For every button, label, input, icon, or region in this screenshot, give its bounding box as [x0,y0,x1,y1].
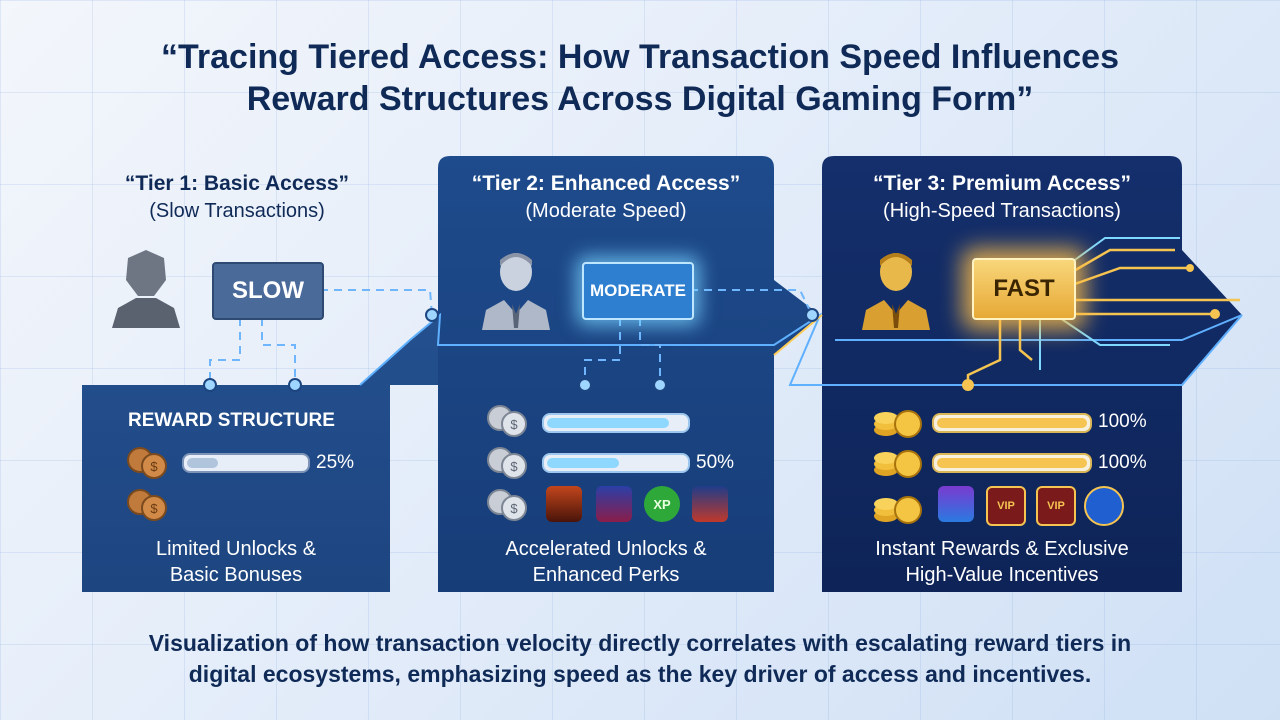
gold-coins-icon [874,410,922,438]
tier3-reward-bar-1 [932,413,1092,433]
silver-coins-icon: $ [487,489,527,521]
tier1-subheading: (Slow Transactions) [149,200,325,222]
tier2-subheading: (Moderate Speed) [525,200,687,222]
tier2-reward-bar-1 [542,413,690,433]
tier2-panel [438,156,820,592]
premium-token-icon [1084,486,1124,526]
tier1-reward-percent: 25% [316,452,355,473]
silver-coins-icon: $ [487,405,527,437]
tier2-summary: Accelerated Unlocks & Enhanced Perks [505,538,707,586]
premium-user-icon [862,253,930,330]
diagram-caption: Visualization of how transaction velocit… [148,630,1132,687]
tier3-reward-percent-2: 100% [1098,452,1147,473]
bronze-coins-icon: $ [127,447,167,479]
gold-coins-icon [874,496,922,524]
gold-coins-icon [874,450,922,478]
tier3-reward-percent-1: 100% [1098,411,1147,432]
vip-badge-icon: VIP [1036,486,1076,526]
fast-speed-tag: FAST [972,258,1076,320]
slow-speed-tag: SLOW [212,262,324,320]
tier2-reward-fill-1 [547,418,670,428]
vip-badge-icon: VIP [986,486,1026,526]
tier3-reward-fill-1 [937,418,1087,428]
silver-coins-icon: $ [487,447,527,479]
tier3-heading: “Tier 3: Premium Access” [873,172,1131,195]
tier3-subheading: (High-Speed Transactions) [883,200,1121,222]
hero-avatar-icon [692,486,728,522]
tier3-reward-fill-2 [937,458,1087,468]
tier2-reward-percent: 50% [696,452,735,473]
tier3-panel [822,156,1242,592]
crystal-item-icon [938,486,974,522]
svg-text:$: $ [150,459,158,474]
warrior-avatar-icon [546,486,582,522]
xp-badge-icon: XP [644,486,680,522]
tier2-heading: “Tier 2: Enhanced Access” [471,172,741,195]
flow-band [359,312,1243,386]
mage-avatar-icon [596,486,632,522]
page-title: “Tracing Tiered Access: How Transaction … [161,38,1119,118]
tier1-reward-bar [182,453,310,473]
tier1-reward-fill [187,458,218,468]
svg-text:$: $ [510,459,518,474]
basic-user-icon [112,250,180,328]
tier1-heading: “Tier 1: Basic Access” [124,172,350,195]
tier3-reward-bar-2 [932,453,1092,473]
svg-text:$: $ [510,501,518,516]
svg-text:$: $ [510,417,518,432]
moderate-speed-tag: MODERATE [582,262,694,320]
tier3-summary: Instant Rewards & Exclusive High-Value I… [875,538,1129,586]
tier1-summary: Limited Unlocks & Basic Bonuses [155,538,317,586]
business-user-icon [482,253,550,330]
tier2-reward-fill-2 [547,458,619,468]
reward-structure-title: REWARD STRUCTURE [128,410,335,431]
bronze-coins-icon: $ [127,489,167,521]
tier2-reward-bar-2 [542,453,690,473]
svg-text:$: $ [150,501,158,516]
